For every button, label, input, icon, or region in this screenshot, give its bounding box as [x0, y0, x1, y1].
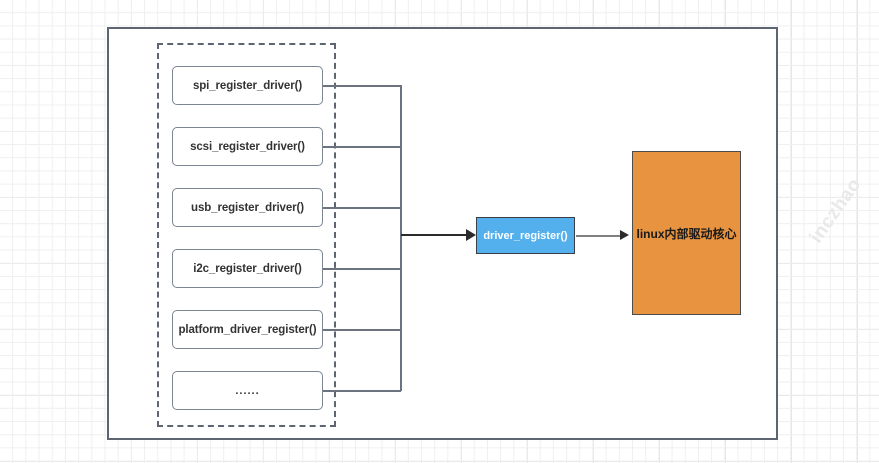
node-label: spi_register_driver(): [192, 79, 303, 92]
connector-vertical-bus: [400, 85, 402, 391]
connector-stub-3: [322, 207, 401, 209]
node-scsi-register-driver[interactable]: scsi_register_driver(): [172, 127, 323, 166]
node-label: platform_driver_register(): [178, 323, 317, 336]
node-label: scsi_register_driver(): [190, 140, 305, 153]
node-label: linux内部驱动核心: [636, 226, 737, 241]
node-usb-register-driver[interactable]: usb_register_driver(): [172, 188, 323, 227]
arrow-driver-register-to-kernel-line: [576, 235, 622, 237]
watermark-inczhao: inczhao: [805, 174, 866, 248]
node-label: i2c_register_driver(): [193, 262, 302, 275]
connector-stub-5: [322, 329, 401, 331]
connector-stub-1: [322, 85, 401, 87]
node-ellipsis[interactable]: ......: [172, 371, 323, 410]
node-label: usb_register_driver(): [191, 201, 304, 214]
connector-stub-2: [322, 146, 401, 148]
node-spi-register-driver[interactable]: spi_register_driver(): [172, 66, 323, 105]
connector-stub-4: [322, 268, 401, 270]
node-linux-driver-core[interactable]: linux内部驱动核心: [632, 151, 741, 315]
arrow-bus-to-driver-register-head-icon: [466, 229, 476, 241]
node-platform-driver-register[interactable]: platform_driver_register(): [172, 310, 323, 349]
node-driver-register[interactable]: driver_register(): [476, 217, 575, 254]
node-label: driver_register(): [483, 229, 568, 242]
node-i2c-register-driver[interactable]: i2c_register_driver(): [172, 249, 323, 288]
dashed-group-container: [157, 43, 336, 427]
arrow-driver-register-to-kernel-head-icon: [620, 230, 629, 240]
connector-stub-6: [322, 390, 401, 392]
node-label: ......: [235, 384, 260, 397]
arrow-bus-to-driver-register-line: [401, 234, 468, 237]
